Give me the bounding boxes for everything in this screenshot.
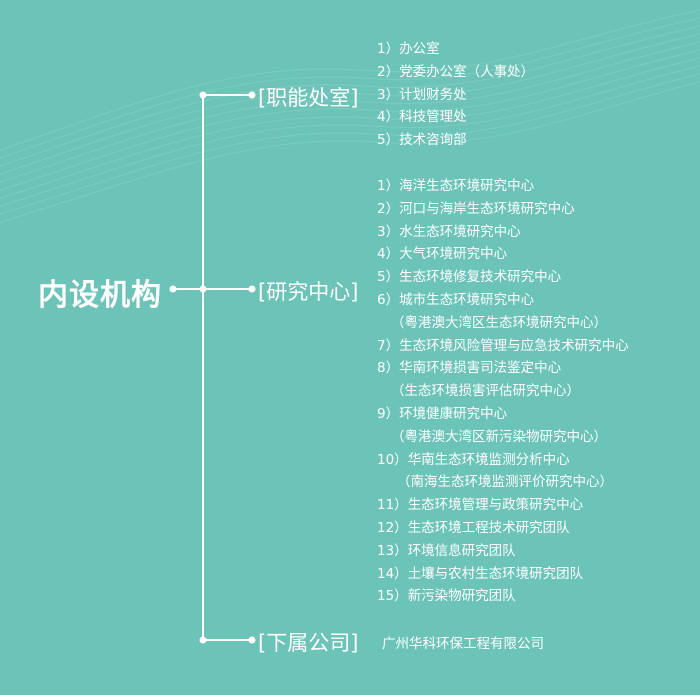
list-item: 15）新污染物研究团队 xyxy=(377,588,516,605)
junction-dot-1 xyxy=(199,91,207,99)
list-item: 3）计划财务处 xyxy=(377,86,467,103)
root-title: 内设机构 xyxy=(38,278,162,313)
list-item: 5）生态环境修复技术研究中心 xyxy=(377,269,562,286)
subsidiary-company-name: 广州华科环保工程有限公司 xyxy=(382,636,544,652)
branch-dot-3 xyxy=(248,636,256,644)
list-item: 2）河口与海岸生态环境研究中心 xyxy=(377,200,575,217)
list-item: 3）水生态环境研究中心 xyxy=(377,223,521,240)
list-item: 12）生态环境工程技术研究团队 xyxy=(377,519,570,536)
branch-label-subsidiary: [下属公司] xyxy=(258,631,359,655)
list-item: 14）土壤与农村生态环境研究团队 xyxy=(377,565,584,582)
list-item: 1）海洋生态环境研究中心 xyxy=(377,178,535,194)
list-item-subtitle: （南海生态环境监测评价研究中心） xyxy=(397,474,613,491)
list-item: 4）科技管理处 xyxy=(377,109,467,126)
list-item: 10）华南生态环境监测分析中心 xyxy=(377,451,570,468)
list-item: 2）党委办公室（人事处） xyxy=(377,63,535,80)
list-item: 1）办公室 xyxy=(377,41,440,57)
list-item-subtitle: （生态环境损害评估研究中心） xyxy=(391,383,580,400)
list-item: 6）城市生态环境研究中心 xyxy=(377,291,535,308)
branch-label-research-centers: [研究中心] xyxy=(258,280,359,304)
list-item: 5）技术咨询部 xyxy=(377,132,467,149)
functional-offices-list: 1）办公室 2）党委办公室（人事处） 3）计划财务处 4）科技管理处 5）技术咨… xyxy=(377,38,534,152)
list-item: 8）华南环境损害司法鉴定中心 xyxy=(377,360,562,377)
branch-dot-2 xyxy=(248,285,256,293)
root-dot xyxy=(169,285,177,293)
background-waves xyxy=(0,9,700,223)
list-item-subtitle: （粤港澳大湾区新污染物研究中心） xyxy=(391,428,607,445)
list-item: 4）大气环境研究中心 xyxy=(377,246,508,263)
list-item-subtitle: （粤港澳大湾区生态环境研究中心） xyxy=(391,314,607,331)
list-item: 9）环境健康研究中心 xyxy=(377,405,508,422)
branch-label-functional-offices: [职能处室] xyxy=(258,86,359,110)
branch-dot-1 xyxy=(248,91,256,99)
list-item: 11）生态环境管理与政策研究中心 xyxy=(377,497,584,514)
junction-dot-3 xyxy=(199,636,207,644)
list-item: 7）生态环境风险管理与应急技术研究中心 xyxy=(377,337,629,354)
list-item: 13）环境信息研究团队 xyxy=(377,542,516,559)
research-centers-list: 1）海洋生态环境研究中心 2）河口与海岸生态环境研究中心 3）水生态环境研究中心… xyxy=(377,175,629,608)
junction-dot-2 xyxy=(199,285,207,293)
